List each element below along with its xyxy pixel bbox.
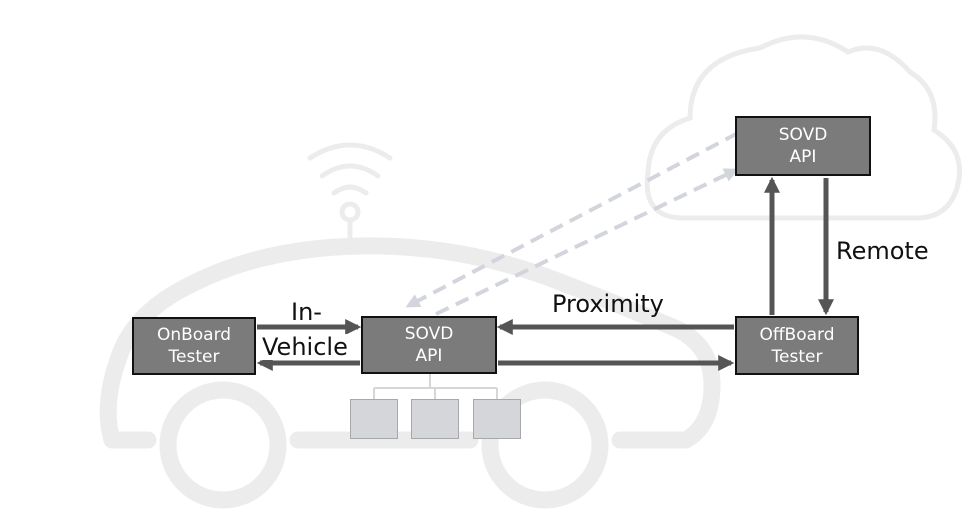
ecu-block-icon [473,399,521,439]
cloud-sovd-api-box: SOVD API [735,116,871,176]
dashed-arrow-vehicle-to-cloud [435,168,739,316]
vehicle-sovd-api-line2: API [415,346,443,366]
offboard-tester-line2: Tester [771,346,823,367]
wifi-icon [307,142,393,245]
label-remote: Remote [836,237,929,265]
vehicle-sovd-api-box: SOVD API [361,316,497,374]
ecu-block-icon [411,399,459,439]
cloud-icon [644,34,963,221]
cloud-sovd-api-line1: SOVD [778,125,828,145]
ecu-bus-lines [373,372,498,400]
label-in-vehicle-line1: In- [291,298,322,326]
offboard-tester-line1: OffBoard [759,324,835,345]
vehicle-sovd-api-line1: SOVD [404,324,454,344]
ecu-block-icon [350,399,398,439]
onboard-tester-box: OnBoard Tester [132,317,256,375]
label-proximity: Proximity [552,290,664,318]
offboard-tester-box: OffBoard Tester [735,316,859,375]
label-in-vehicle-line2: Vehicle [262,333,348,361]
dashed-arrow-cloud-to-vehicle [405,131,739,308]
onboard-tester-line2: Tester [168,347,220,367]
onboard-tester-line1: OnBoard [156,325,232,345]
cloud-sovd-api-line2: API [789,147,817,167]
